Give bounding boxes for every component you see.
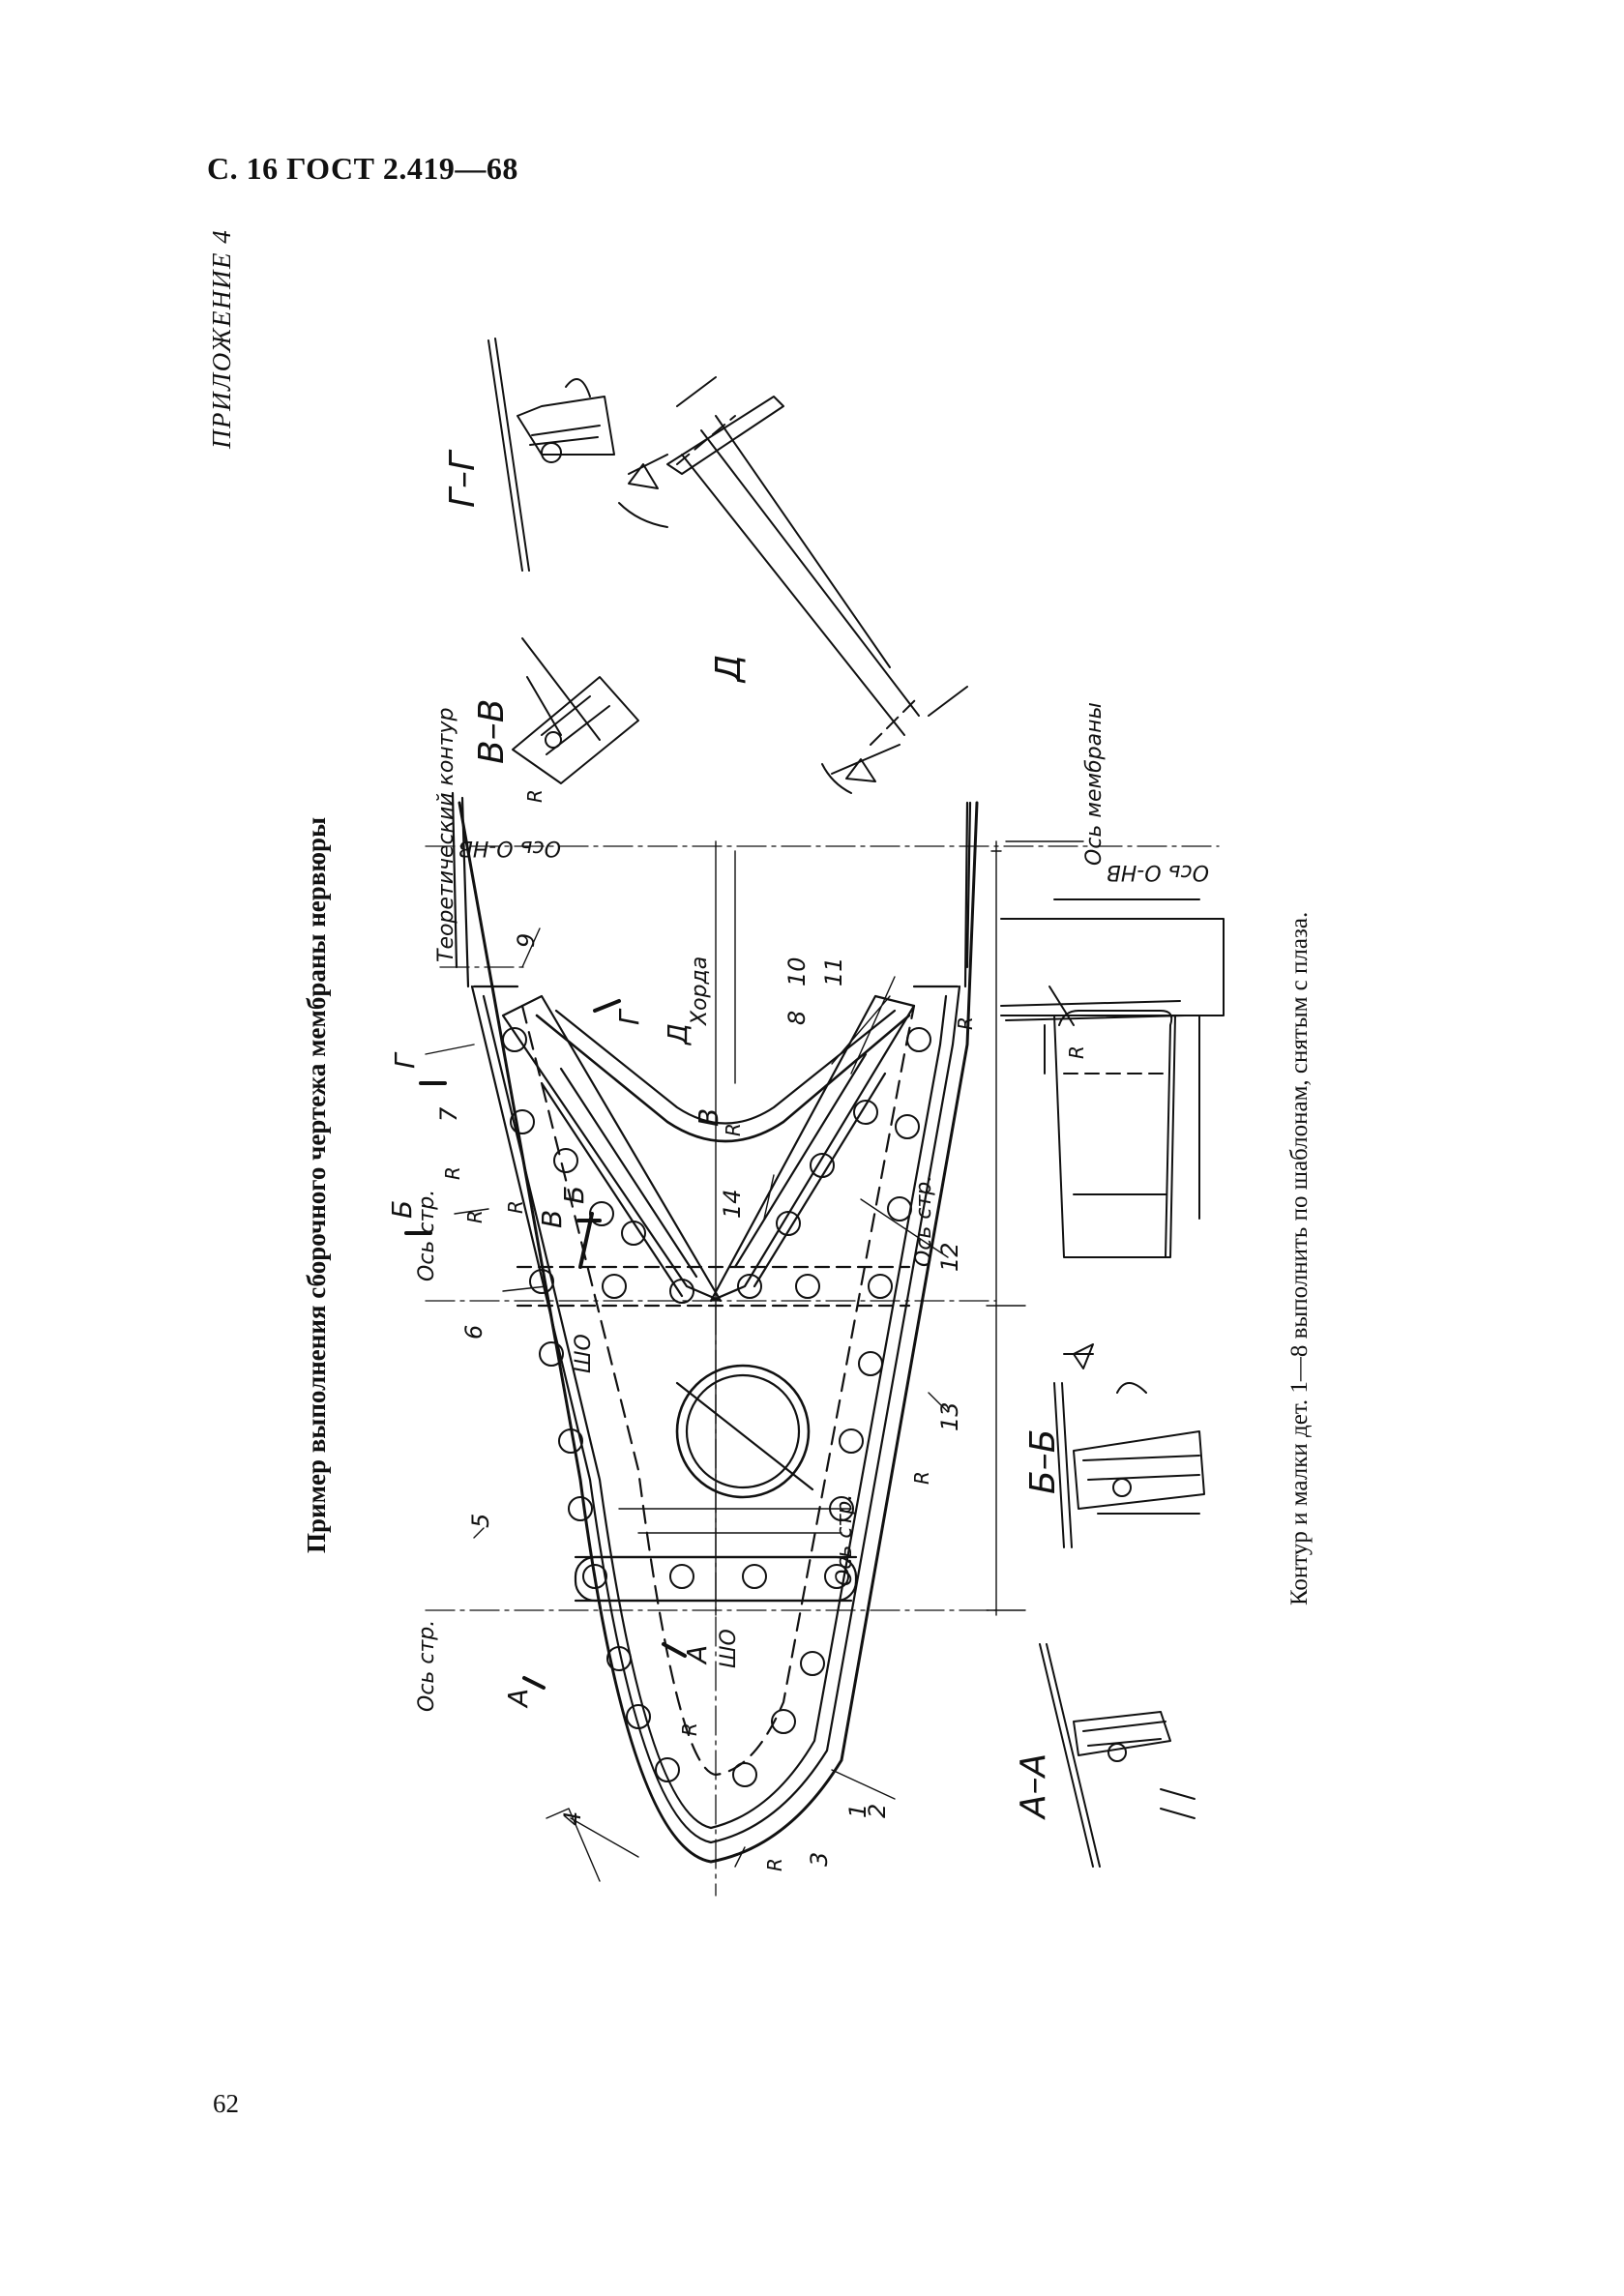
page-header: С. 16 ГОСТ 2.419—68: [207, 151, 518, 186]
membrane-contour-2: [470, 985, 961, 1844]
cut-mark-g: [419, 999, 621, 1085]
label-os-str-4: Ось стр.: [833, 1494, 857, 1586]
part-5: 5: [467, 1514, 494, 1528]
axis-lines: [425, 845, 1220, 1897]
section-title-gg: Г–Г: [443, 449, 483, 508]
part-9: 9: [513, 933, 540, 948]
contour-top-left: [460, 796, 519, 988]
radius-mark-1: R: [441, 1166, 464, 1180]
radius-mark-2: R: [463, 1210, 487, 1223]
left-arm-stiffener-2: [540, 1067, 698, 1298]
membrane-inner-dashed: [520, 1004, 916, 1777]
part-3: 3: [806, 1852, 833, 1867]
section-title-vv: В–В: [472, 699, 512, 764]
upper-rib: [516, 1265, 911, 1308]
part-8: 8: [783, 1011, 811, 1025]
membrane-contour-3: [482, 994, 948, 1830]
cut-mark-v: [578, 1212, 594, 1269]
theoretical-contour: [451, 791, 972, 969]
section-title-bb: Б–Б: [1023, 1429, 1063, 1494]
section-vv-detail: [512, 637, 639, 784]
mark-v-2: В: [693, 1108, 724, 1127]
section-bb-detail: [1053, 1343, 1205, 1548]
label-os-str-1: Ось стр.: [415, 1190, 439, 1281]
rivets: [502, 1027, 931, 1787]
label-chord: Хорда: [688, 957, 712, 1026]
mark-v-1: В: [536, 1210, 568, 1228]
section-title-aa: А–А: [1014, 1753, 1053, 1820]
part-6: 6: [460, 1325, 487, 1339]
part-10: 10: [783, 957, 811, 986]
part-11: 11: [820, 957, 847, 986]
label-os-ov-2: Ось О-НВ: [1107, 860, 1209, 884]
radius-mark-8: R: [722, 1123, 745, 1136]
label-os-ov-1: Ось О-НВ: [458, 836, 561, 860]
part-13: 13: [936, 1401, 963, 1431]
part-leaders: [425, 927, 949, 1882]
part-1: 1: [844, 1804, 871, 1818]
mark-b-right: Б: [558, 1186, 590, 1204]
lightening-hole: [675, 1364, 811, 1499]
radius-mark-4: R: [678, 1722, 701, 1736]
page-number: 62: [213, 2089, 239, 2118]
label-os-str-2: Ось стр.: [415, 1620, 439, 1712]
section-gg-detail: [487, 338, 615, 572]
dimension-lines: [618, 840, 1084, 1616]
section-aa-detail: [1039, 1643, 1196, 1868]
radius-mark-6: R: [910, 1471, 933, 1485]
radius-mark-9: R: [523, 789, 546, 803]
mark-g-2: Г: [613, 1008, 645, 1025]
radius-mark-7: R: [954, 1016, 977, 1030]
radius-mark-5: R: [763, 1858, 786, 1871]
section-title-d: Д: [709, 655, 749, 684]
label-os-str-3: Ось стр.: [912, 1175, 936, 1267]
radius-mark-3: R: [504, 1200, 527, 1214]
label-sho-2: ШО: [717, 1629, 741, 1668]
membrane-outer-contour: [458, 801, 979, 1864]
mark-a-left: А: [502, 1689, 534, 1709]
v-cutout-inner: [554, 1009, 897, 1125]
label-theoretical-contour: Теоретический контур: [434, 708, 458, 962]
mark-d-arrow: Д: [662, 1023, 694, 1046]
part-12: 12: [936, 1242, 963, 1272]
view-d-detail: [618, 376, 968, 794]
lightening-hole-flange: [685, 1373, 801, 1489]
part-4: 4: [559, 1811, 586, 1826]
part-14: 14: [719, 1189, 746, 1219]
right-arm-stiffener-2: [733, 1052, 887, 1288]
radius-mark-10: R: [1065, 1045, 1088, 1059]
cut-mark-a: [522, 1642, 687, 1690]
hole-diameter: [675, 1381, 814, 1491]
mark-a-right: А: [681, 1645, 713, 1665]
label-os-membrane: Ось мембраны: [1082, 702, 1107, 866]
mark-g-1: Г: [389, 1051, 421, 1069]
label-sho-1: ШО: [572, 1334, 596, 1373]
v-cutout: [535, 1014, 911, 1143]
side-view-detail: [1000, 898, 1225, 1258]
part-2: 2: [864, 1804, 891, 1818]
contour-top-right: [912, 801, 969, 988]
mark-b-left: Б: [386, 1200, 418, 1219]
part-7: 7: [435, 1106, 462, 1122]
